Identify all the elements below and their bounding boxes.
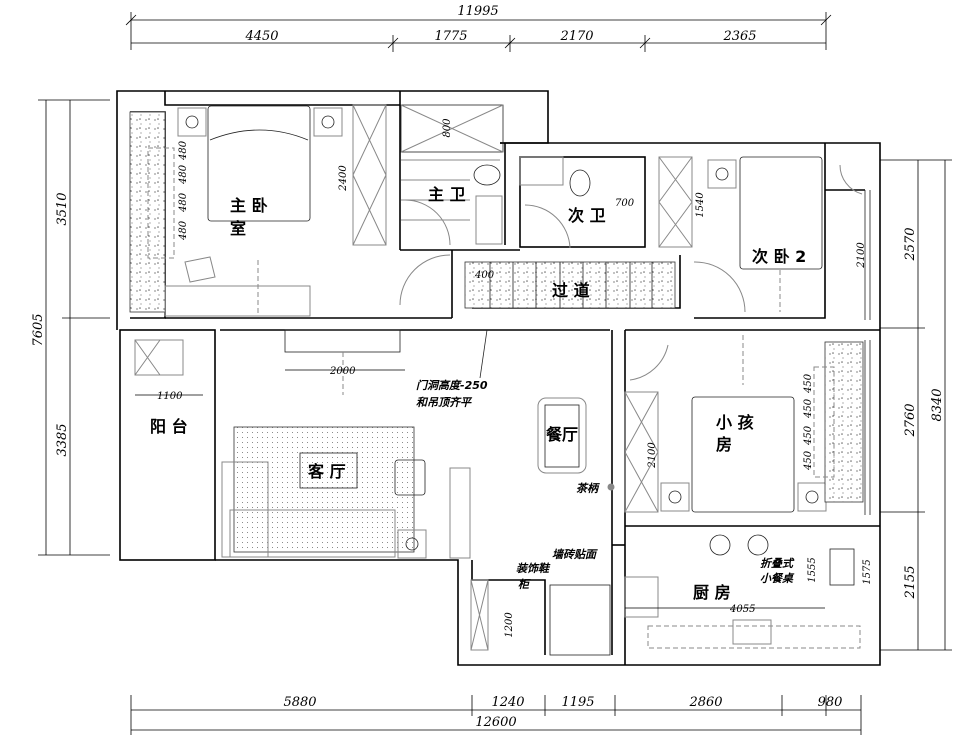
kitchen-fixtures: 4055 1555 1575 (624, 534, 873, 649)
label-master-bath: 主 卫 (428, 185, 466, 204)
corridor-floor: 400 (399, 254, 676, 309)
top-dimensions: 11995 4450 1775 2170 2365 (125, 4, 832, 52)
dim-bottom-1: 5880 (283, 695, 316, 710)
note-tile-wall: 墙砖贴面 (552, 548, 598, 561)
label-second-bedroom: 次 卧 2 (752, 247, 806, 266)
dim-window-kid-1: 450 (803, 450, 814, 471)
annotations: 门洞高度-250 和吊顶齐平 茶柄 墙砖贴面 装饰鞋 柜 折叠式 小餐桌 (416, 329, 795, 591)
balcony-fixtures: 1100 (134, 339, 203, 402)
dim-balcony: 1100 (157, 391, 183, 402)
note-folding-table-2: 小餐桌 (760, 572, 795, 585)
dim-right-3: 2155 (903, 565, 918, 599)
master-bath-fixtures: 800 (400, 104, 504, 246)
right-dimensions: 2570 2760 2155 8340 (880, 159, 952, 651)
dim-top-3: 2170 (559, 29, 593, 44)
dim-right-2: 2760 (903, 403, 918, 437)
dim-window-master-2: 480 (178, 192, 189, 213)
dim-shower-master: 800 (442, 118, 453, 138)
dim-second-bath: 700 (615, 198, 635, 209)
second-bedroom-furniture: 1540 2100 (658, 156, 867, 313)
second-bath-fixtures: 700 (519, 156, 635, 249)
left-dimensions: 7605 3510 3385 (31, 99, 110, 556)
dim-top-1: 4450 (244, 29, 278, 44)
dim-left-total: 7605 (31, 313, 46, 346)
label-master-bedroom-1: 主 卧 (230, 196, 268, 215)
note-door-height-2: 和吊顶齐平 (416, 396, 473, 409)
dim-corridor: 400 (474, 270, 495, 281)
master-bedroom-furniture: 2400 480 480 480 480 (129, 104, 387, 317)
label-balcony: 阳 台 (150, 417, 188, 436)
dim-bottom-5: 980 (818, 695, 843, 710)
label-dining-room: 餐厅 (545, 425, 578, 444)
dim-top-total: 11995 (457, 4, 498, 19)
bottom-dimensions: 5880 1240 1195 2860 980 12600 (130, 695, 862, 735)
dim-bottom-total: 12600 (475, 715, 516, 730)
dim-window-kid-3: 450 (803, 398, 814, 419)
dim-second-bed-window: 2100 (856, 242, 867, 269)
dim-right-1: 2570 (903, 227, 918, 261)
dim-wardrobe-second: 1540 (695, 192, 706, 218)
label-kids-room-1: 小 孩 (716, 413, 754, 432)
label-kids-room-2: 房 (716, 435, 732, 454)
dim-top-4: 2365 (722, 29, 756, 44)
note-door-height-1: 门洞高度-250 (416, 379, 488, 392)
dim-window-kid-4: 450 (803, 373, 814, 394)
dim-window-master-4: 480 (178, 140, 189, 161)
note-folding-table-1: 折叠式 (760, 557, 795, 570)
label-living-room: 客 厅 (308, 462, 346, 481)
dim-window-master-3: 480 (178, 164, 189, 185)
kids-room-furniture: 2100 450 450 450 450 (624, 335, 864, 513)
dim-kitchen-width: 4055 (729, 604, 755, 615)
dim-bottom-3: 1195 (561, 695, 594, 710)
living-room-furniture: 2000 (221, 329, 471, 559)
dim-wardrobe-master: 2400 (338, 165, 349, 192)
label-kitchen: 厨 房 (693, 583, 731, 602)
note-tea-handle: 茶柄 (576, 482, 600, 495)
label-second-bath: 次 卫 (568, 206, 606, 225)
dim-kitchen-depth: 1555 (807, 557, 818, 582)
note-shoe-cabinet-2: 柜 (518, 578, 531, 591)
dim-kitchen-window: 1575 (862, 559, 873, 584)
dining-furniture (537, 397, 615, 491)
room-labels: 主 卧 室 主 卫 次 卫 次 卧 2 过 道 阳 台 客 厅 餐厅 小 孩 房… (150, 185, 806, 602)
label-master-bedroom-2: 室 (230, 219, 246, 238)
dim-right-total: 8340 (930, 388, 945, 421)
dim-window-kid-2: 450 (803, 425, 814, 446)
note-shoe-cabinet-1: 装饰鞋 (516, 562, 551, 575)
dim-shoe-cabinet: 1200 (504, 612, 515, 638)
shoe-cabinet: 1200 (470, 579, 611, 656)
dim-top-2: 1775 (434, 29, 467, 44)
dim-left-2: 3385 (55, 423, 70, 456)
label-corridor: 过 道 (552, 281, 590, 300)
dim-wardrobe-kid: 2100 (647, 442, 658, 469)
dim-window-master-1: 480 (178, 220, 189, 241)
dim-tv-wall: 2000 (329, 366, 356, 377)
walls (116, 90, 881, 666)
dim-bottom-4: 2860 (688, 695, 722, 710)
dim-bottom-2: 1240 (491, 695, 524, 710)
dim-left-1: 3510 (55, 192, 70, 225)
